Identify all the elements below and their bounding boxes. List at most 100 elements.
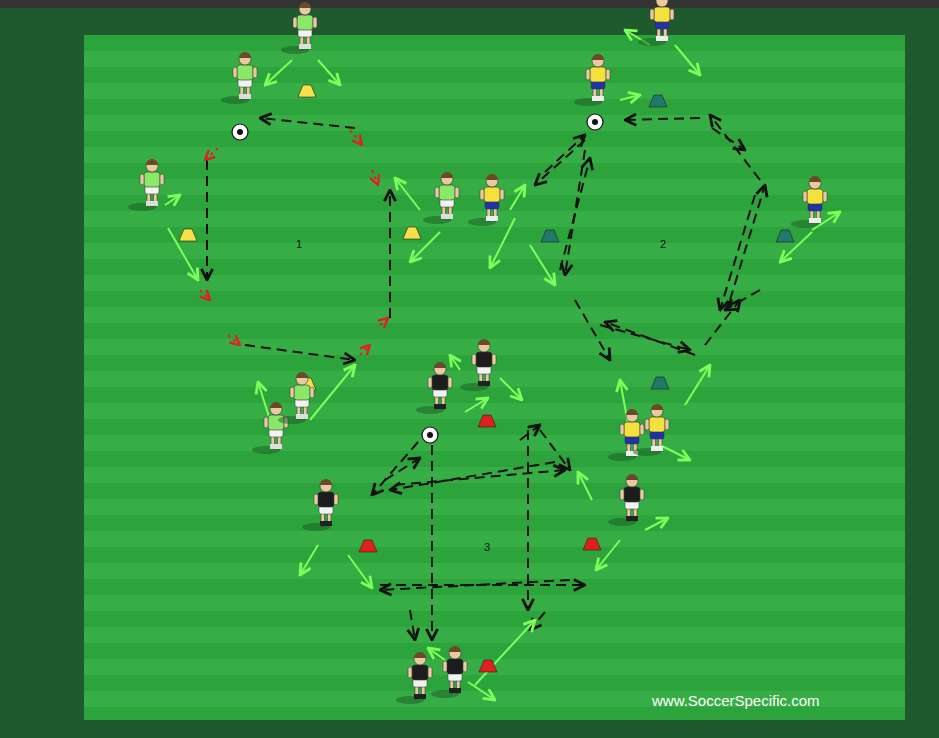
player-move <box>578 472 592 500</box>
pitch-stripe <box>84 659 905 675</box>
player-hair <box>414 652 426 658</box>
player-shirt <box>476 352 492 367</box>
player-sock <box>478 381 490 386</box>
player-arm <box>334 494 338 505</box>
player-hair <box>486 174 498 180</box>
player <box>638 0 674 46</box>
pass-line <box>390 462 555 490</box>
ball <box>587 114 603 130</box>
player-arm <box>620 424 624 435</box>
pass-line <box>720 195 755 310</box>
pass-line <box>520 425 540 440</box>
pass-line <box>565 150 585 275</box>
cone <box>298 85 316 97</box>
player-move <box>675 45 700 75</box>
pitch-stripe <box>84 435 905 451</box>
ball-patch <box>592 119 598 125</box>
player-arm <box>640 424 644 435</box>
run-line <box>350 130 362 145</box>
player-hair <box>296 372 308 378</box>
player-move <box>168 228 198 280</box>
player-move <box>348 555 372 588</box>
player-arm <box>645 419 649 430</box>
ball-patch <box>427 432 433 438</box>
player-shirt <box>654 7 670 22</box>
run-line <box>360 345 370 355</box>
player-hair <box>478 339 490 345</box>
cone <box>179 229 197 241</box>
player-sock <box>809 218 821 223</box>
pass-line <box>206 160 208 280</box>
pitch-stripe <box>84 51 905 67</box>
player-arm <box>480 189 484 200</box>
player-shirt <box>318 492 334 507</box>
player-head <box>486 175 498 187</box>
player-move <box>395 178 420 210</box>
pitch-stripe <box>84 403 905 419</box>
player-move <box>620 95 640 100</box>
player-arm <box>640 489 644 500</box>
pass-line <box>245 345 355 360</box>
player-sock <box>441 214 453 219</box>
cone <box>541 230 559 242</box>
player-hair <box>434 362 446 368</box>
player <box>574 54 610 106</box>
player-arm <box>650 9 654 20</box>
cone <box>478 415 496 427</box>
player-arm <box>253 67 257 78</box>
player-arm <box>233 67 237 78</box>
player-shirt <box>294 385 310 400</box>
player-head <box>478 340 490 352</box>
run-line <box>205 148 218 160</box>
players <box>128 0 827 704</box>
player-hair <box>320 479 332 485</box>
player-shirt <box>807 189 823 204</box>
player-shirt <box>439 185 455 200</box>
player <box>252 402 288 454</box>
player-shirt <box>144 172 160 187</box>
player-head <box>299 3 311 15</box>
pass-line <box>260 118 355 128</box>
player-hair <box>626 474 638 480</box>
player-hair <box>441 172 453 178</box>
player-hair <box>809 176 821 182</box>
player-move <box>318 60 340 85</box>
player <box>221 52 257 104</box>
pitch-ground <box>84 35 905 720</box>
player-head <box>809 177 821 189</box>
player-head <box>592 55 604 67</box>
player-sock <box>239 94 251 99</box>
group-number: 3 <box>484 541 490 553</box>
pass-line <box>395 470 565 485</box>
pass-line <box>385 458 420 480</box>
player-move <box>428 648 445 660</box>
player-shirt <box>412 665 428 680</box>
player-arm <box>492 354 496 365</box>
pass-line <box>560 158 590 270</box>
player-shirt <box>624 422 640 437</box>
player-sock <box>626 516 638 521</box>
player-head <box>270 403 282 415</box>
player-head <box>239 53 251 65</box>
pass-line <box>380 580 570 590</box>
player-move <box>490 218 515 268</box>
player-sock <box>299 44 311 49</box>
player-move <box>645 518 668 530</box>
group-number: 1 <box>296 238 302 250</box>
player-arm <box>606 69 610 80</box>
player-arm <box>463 661 467 672</box>
player-head <box>320 480 332 492</box>
pass-line <box>431 445 433 640</box>
pitch-stripe <box>84 339 905 355</box>
pass-line <box>710 115 760 180</box>
pitch-stripe <box>84 83 905 99</box>
pass-line <box>410 610 415 640</box>
player-arm <box>310 387 314 398</box>
run-line <box>228 335 240 345</box>
player-shirt <box>484 187 500 202</box>
cones <box>179 85 794 672</box>
ball <box>232 124 248 140</box>
player-arm <box>140 174 144 185</box>
cone <box>403 227 421 239</box>
